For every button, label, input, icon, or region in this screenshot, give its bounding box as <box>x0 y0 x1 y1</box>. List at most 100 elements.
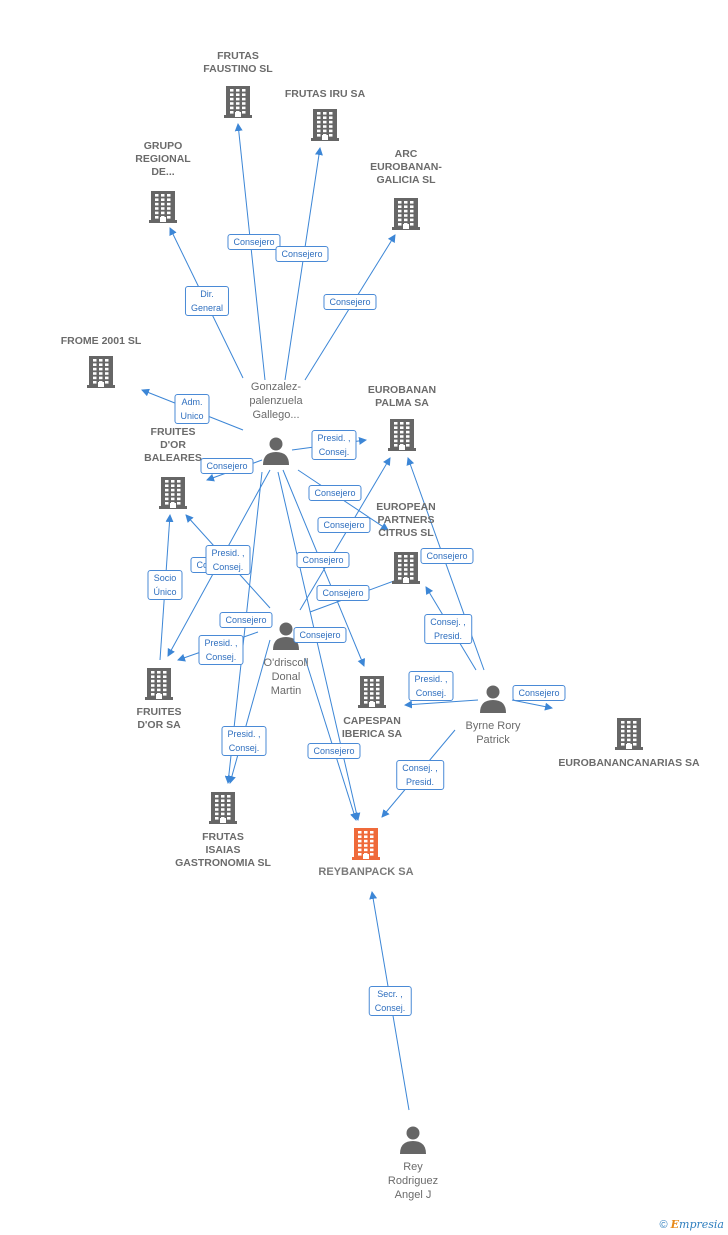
node-label-line: REYBANPACK SA <box>318 866 414 878</box>
edge-label-line: General <box>190 303 224 313</box>
building-icon[interactable] <box>209 789 237 830</box>
person-icon[interactable] <box>271 620 301 655</box>
edge-label-line: Único <box>153 587 177 597</box>
node-label-eurobanan_canarias[interactable]: EUROBANANCANARIAS SA <box>558 757 699 770</box>
node-label-line: DE... <box>151 166 175 178</box>
building-icon[interactable] <box>358 673 386 714</box>
edge-label-byrne-to-eurobanan_palma[interactable]: Consejero <box>420 548 474 564</box>
node-label-line: Gonzalez- <box>250 381 302 393</box>
building-icon[interactable] <box>149 188 177 229</box>
edge-label-line: Consejero <box>329 297 371 307</box>
node-label-line: Byrne Rory <box>465 720 521 732</box>
edge-label-odriscoll-to-frutas_isaias[interactable]: Presid. ,Consej. <box>221 726 267 756</box>
building-icon[interactable] <box>311 106 339 147</box>
edge-label-byrne-to-capespan[interactable]: Presid. ,Consej. <box>408 671 454 701</box>
person-icon[interactable] <box>478 683 508 718</box>
building-icon[interactable] <box>392 195 420 236</box>
edge-label-gonzalez-to-frome[interactable]: Adm.Unico <box>174 394 210 424</box>
edge-label-gonzalez-to-european_partners[interactable]: Consejero <box>317 517 371 533</box>
node-label-line: EUROBANANCANARIAS SA <box>558 757 700 769</box>
building-icon[interactable] <box>615 715 643 756</box>
main-company-building-icon[interactable] <box>352 825 380 866</box>
node-label-line: IBERICA SA <box>341 728 403 740</box>
node-label-line: BALEARES <box>144 452 202 464</box>
brand-name: mpresia <box>679 1218 724 1231</box>
edge-label-gonzalez-to-frutas_isaias[interactable]: Consejero <box>219 612 273 628</box>
edge-label-gonzalez-to-eurobanan_palma[interactable]: Presid. ,Consej. <box>311 430 357 460</box>
edge-byrne-to-eurobanan_canarias <box>511 699 553 711</box>
node-label-frome[interactable]: FROME 2001 SL <box>61 335 142 348</box>
edge-label-line: Consejero <box>206 461 248 471</box>
edge-label-gonzalez-to-frutas_iru[interactable]: Consejero <box>275 246 329 262</box>
node-label-line: FAUSTINO SL <box>203 63 273 75</box>
edge-label-odriscoll-to-eurobanan_palma[interactable]: Consejero <box>308 485 362 501</box>
node-label-line: palenzuela <box>249 395 303 407</box>
edge-label-byrne-to-reybanpack[interactable]: Consej. , Presid. <box>396 760 444 790</box>
building-icon[interactable] <box>224 83 252 124</box>
person-icon[interactable] <box>398 1124 428 1159</box>
edge-label-line: Secr. , <box>377 989 403 999</box>
edge-label-line: Consej. , <box>402 763 438 773</box>
edge-gonzalez-to-frutas_faustino <box>234 123 266 381</box>
node-label-reybanpack[interactable]: REYBANPACK SA <box>318 866 413 879</box>
edge-label-byrne-to-european_partners[interactable]: Consej. ,Presid. <box>424 614 472 644</box>
person-icon[interactable] <box>261 435 291 470</box>
edge-label-rey-to-reybanpack[interactable]: Secr. ,Consej. <box>368 986 412 1016</box>
node-label-line: Donal <box>271 671 301 683</box>
edge-label-line: Consejero <box>233 237 275 247</box>
node-label-line: ISAIAS <box>205 844 241 856</box>
edge-label-gonzalez-to-grupo_regional[interactable]: Dir. General <box>184 286 230 316</box>
edge-label-line: Consejero <box>313 746 355 756</box>
edge-label-line: Consej. <box>205 652 237 662</box>
edge-label-gonzalez-to-capespan[interactable]: Consejero <box>296 552 350 568</box>
building-icon[interactable] <box>145 665 173 706</box>
node-label-line: FRUITES <box>150 426 196 438</box>
edge-label-line: Consejero <box>518 688 560 698</box>
edge-label-odriscoll-to-european_partners[interactable]: Consejero <box>316 585 370 601</box>
edge-label-gonzalez-to-arc_eurobanan[interactable]: Consejero <box>323 294 377 310</box>
node-label-line: FRUITES <box>136 706 182 718</box>
node-label-line: CITRUS SL <box>378 527 434 539</box>
edge-label-gonzalez-to-fruites_baleares[interactable]: Consejero <box>200 458 254 474</box>
edge-label-line: Presid. , <box>414 674 448 684</box>
edge-label-byrne-to-eurobanan_canarias[interactable]: Consejero <box>512 685 566 701</box>
building-icon[interactable] <box>392 549 420 590</box>
edge-label-odriscoll-to-fruites_baleares[interactable]: Presid. ,Consej. <box>205 545 251 575</box>
edge-label-gonzalez-to-reybanpack[interactable]: Consejero <box>307 743 361 759</box>
edge-label-line: Consejero <box>299 630 341 640</box>
node-label-line: REGIONAL <box>135 153 191 165</box>
edge-byrne-to-capespan <box>404 699 479 709</box>
edge-label-line: Socio <box>153 573 177 583</box>
edge-label-gonzalez-to-frutas_faustino[interactable]: Consejero <box>227 234 281 250</box>
edge-label-odriscoll-to-fruites_dor[interactable]: Presid. ,Consej. <box>198 635 244 665</box>
node-label-line: Patrick <box>476 734 510 746</box>
node-label-line: PARTNERS <box>377 514 435 526</box>
edge-label-line: Consejero <box>314 488 356 498</box>
node-label-line: D'OR <box>160 439 186 451</box>
building-icon[interactable] <box>388 416 416 457</box>
building-icon[interactable] <box>87 353 115 394</box>
node-label-frutas_iru[interactable]: FRUTAS IRU SA <box>285 88 365 101</box>
brand-initial: E <box>670 1218 680 1231</box>
edge-label-line: Presid. , <box>211 548 245 558</box>
building-icon[interactable] <box>159 474 187 515</box>
node-label-line: FROME 2001 SL <box>60 335 142 347</box>
edge-label-odriscoll-to-reybanpack[interactable]: Consejero <box>293 627 347 643</box>
edge-label-line: Dir. <box>200 289 214 299</box>
edge-label-line: Presid. <box>405 777 434 787</box>
